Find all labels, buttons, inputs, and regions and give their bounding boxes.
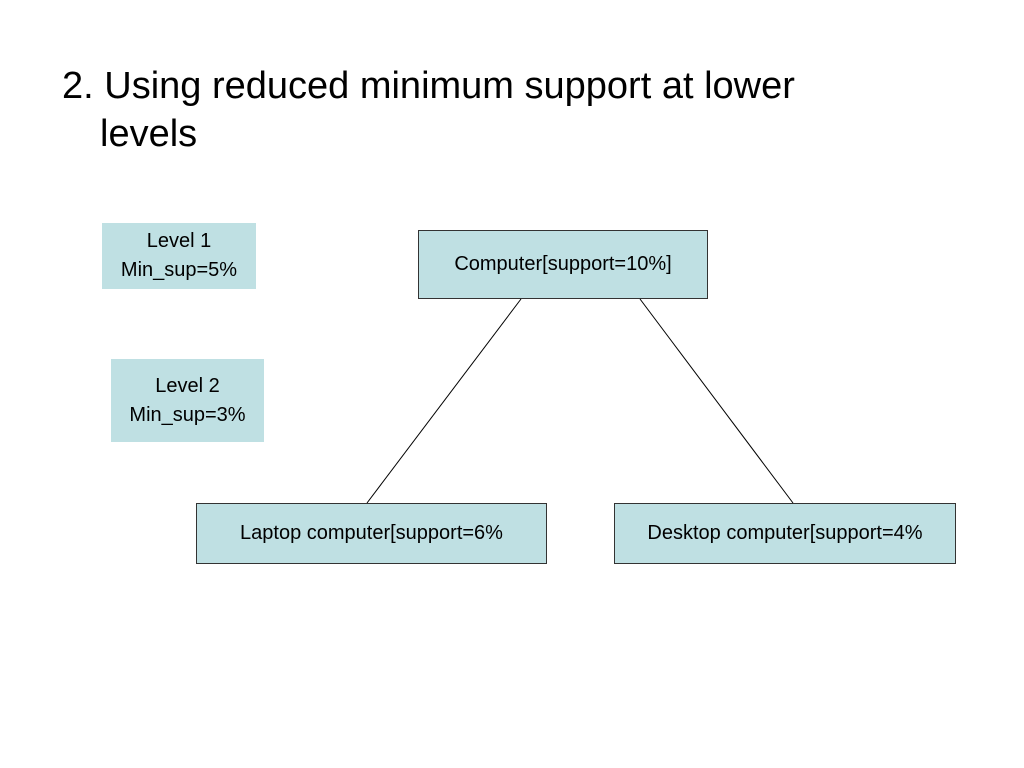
level-2-min-sup: Min_sup=3% xyxy=(129,403,246,426)
edge-root-to-desktop xyxy=(639,298,794,504)
node-computer: Computer[support=10%] xyxy=(418,230,708,299)
node-computer-label: Computer[support=10%] xyxy=(454,253,672,275)
level-1-legend: Level 1 Min_sup=5% xyxy=(102,223,256,289)
node-laptop-computer: Laptop computer[support=6% xyxy=(196,503,547,564)
title-line-2: levels xyxy=(100,113,198,155)
slide-title: 2. Using reduced minimum support at lowe… xyxy=(62,62,962,158)
edge-root-to-laptop xyxy=(366,298,522,504)
level-2-legend: Level 2 Min_sup=3% xyxy=(111,359,264,442)
title-line-1: 2. Using reduced minimum support at lowe… xyxy=(62,65,795,107)
node-desktop-label: Desktop computer[support=4% xyxy=(647,522,923,544)
node-desktop-computer: Desktop computer[support=4% xyxy=(614,503,956,564)
level-1-min-sup: Min_sup=5% xyxy=(120,259,238,281)
node-laptop-label: Laptop computer[support=6% xyxy=(240,522,503,544)
level-1-name: Level 1 xyxy=(146,230,212,252)
level-2-name: Level 2 xyxy=(155,374,220,397)
